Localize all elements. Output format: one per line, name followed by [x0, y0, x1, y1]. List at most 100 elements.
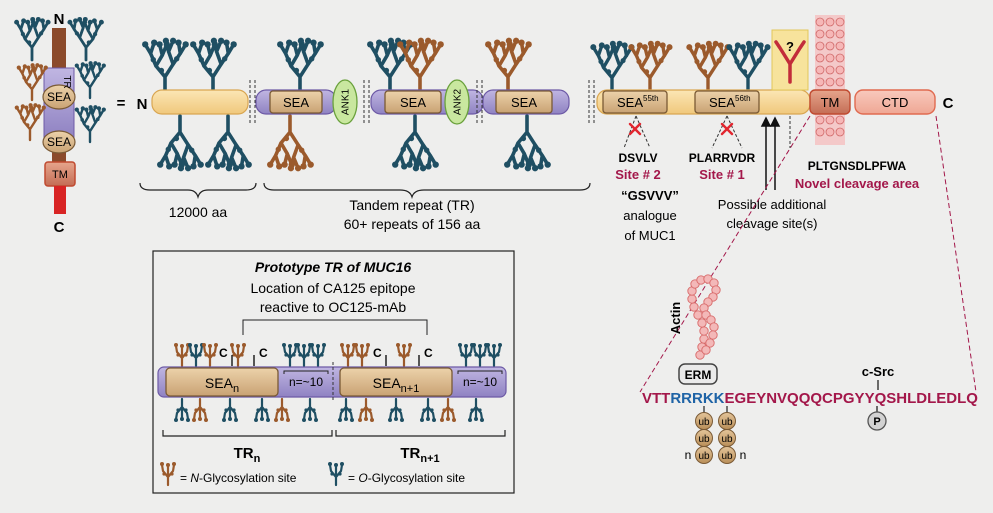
o-glycan-icon [203, 114, 254, 174]
svg-text:C: C [219, 346, 228, 360]
equals-sign: = [117, 95, 126, 112]
brace-12000aa [139, 182, 257, 200]
phosphate-label: P [873, 416, 880, 428]
additional-site-label-2: cleavage site(s) [726, 216, 817, 231]
ctd-sequence: VTTRRRKKEGEYNVQQQCPGYYQSHLDLEDLQ [642, 390, 978, 407]
antibody-icon [774, 40, 806, 84]
analogue-label: analogue [623, 208, 677, 223]
o-glycan-icon [390, 114, 441, 174]
plarrvdr-sequence: PLARRVDR [689, 151, 756, 165]
tm-label: TM [821, 95, 840, 110]
n-glycan-icon [265, 114, 316, 174]
tr-n1-brace [335, 430, 506, 437]
sea-domain-56th [694, 90, 760, 114]
pltgnsdlpfwa-sequence: PLTGNSDLPFWA [808, 159, 907, 173]
o-glycan-icon [188, 35, 239, 95]
sea-n-domain [165, 367, 279, 397]
o-glycan-icon [724, 39, 773, 95]
tr-n1-label: TRn+1 [400, 445, 439, 465]
o-glycosylation-legend: = O-Glycosylation site [348, 471, 465, 485]
ub-n-left: n [685, 448, 692, 462]
ubiquitin-chain [695, 412, 736, 464]
antibody-question: ? [786, 39, 794, 54]
prototype-title: Prototype TR of MUC16 [255, 259, 412, 275]
gsvvv-label: “GSVVV” [621, 188, 679, 203]
svg-text:ub: ub [721, 434, 733, 445]
svg-text:C: C [424, 346, 433, 360]
left-c-label: C [54, 219, 65, 236]
site-1-label: Site # 1 [699, 167, 745, 182]
left-stalk-top [52, 28, 66, 70]
n-glycan-icon [684, 39, 733, 95]
zoom-line-right [935, 115, 977, 393]
epitope-bracket [242, 319, 428, 335]
tr-n-label: TRn [234, 445, 261, 465]
left-sea-top [42, 84, 76, 110]
brace-tandem-repeat [263, 182, 591, 200]
left-protein: SEA SEA TR TM N C = [12, 11, 126, 236]
tr-n-brace [162, 430, 333, 437]
o-glycan-icon [155, 114, 206, 174]
n-glycan-icon [483, 35, 534, 95]
sea-label: SEA [511, 95, 537, 110]
n-terminal-domain [151, 89, 249, 115]
svg-text:ub: ub [698, 417, 710, 428]
cleavage-sites: DSVLV Site # 2 PLARRVDR Site # 1 “GSVVV”… [615, 115, 977, 393]
epitope-line-2: reactive to OC125-mAb [260, 299, 406, 315]
left-o-glycan-icon [73, 103, 108, 144]
cleavage-x-icon [628, 122, 734, 136]
ub-n-right: n [740, 448, 747, 462]
prototype-tr-box: Prototype TR of MUC16 Location of CA125 … [152, 250, 515, 494]
additional-site-label: Possible additional [718, 197, 827, 212]
ctd-detail: Actin ERM c-Src VTTRRRKKEGEYNVQQQCPGYYQS… [642, 274, 978, 464]
csrc-label: c-Src [862, 364, 895, 379]
svg-text:ub: ub [698, 451, 710, 462]
left-n-glycan-icon [13, 101, 48, 142]
ctd-domain [854, 89, 936, 115]
left-o-glycan-icon [12, 15, 52, 62]
left-tr-label: TR [61, 75, 72, 88]
n-glycosylation-legend: = N-Glycosylation site [180, 471, 297, 485]
novel-cleavage-label: Novel cleavage area [795, 176, 920, 191]
muc1-label: of MUC1 [624, 228, 675, 243]
ank2-domain [444, 79, 470, 125]
ank2-label: ANK2 [453, 89, 464, 116]
epitope-line-1: Location of CA125 epitope [250, 280, 415, 296]
sea-label: SEA [400, 95, 426, 110]
actin-label: Actin [668, 302, 683, 335]
o-glycan-icon [588, 39, 637, 95]
zoom-line-left [639, 115, 811, 393]
sea-domain [384, 90, 442, 114]
main-protein: N S [137, 15, 954, 232]
left-n-label: N [54, 11, 65, 28]
amino-acid-count: 12000 aa [169, 204, 228, 220]
sea55-label: SEA55th [617, 94, 659, 110]
sea-domain-55th [602, 90, 668, 114]
tandem-repeat-count: 60+ repeats of 156 aa [344, 216, 481, 232]
n-glycan-icon [626, 39, 675, 95]
left-sea-bottom [42, 130, 76, 154]
erm-label: ERM [685, 368, 712, 382]
sea-domain [495, 90, 553, 114]
o-glycan-icon [275, 35, 326, 95]
ank1-label: ANK1 [341, 89, 352, 116]
main-c-label: C [943, 95, 954, 112]
membrane-bilayer [815, 15, 845, 145]
ank1-domain [332, 79, 358, 125]
left-sea-top-label: SEA [47, 90, 71, 104]
o-glycan-icon [140, 35, 191, 95]
tandem-repeat-label: Tandem repeat (TR) [349, 197, 474, 213]
site-2-label: Site # 2 [615, 167, 661, 182]
main-n-label: N [137, 96, 148, 113]
left-o-glycan-icon [66, 15, 106, 62]
o-glycan-icon [502, 114, 553, 174]
n-eq-10-label-2: n=~10 [463, 375, 497, 389]
ctd-label: CTD [882, 95, 909, 110]
svg-text:C: C [373, 346, 382, 360]
cleavage-arrows [760, 116, 781, 190]
svg-text:ub: ub [721, 417, 733, 428]
left-o-glycan-icon [73, 59, 108, 100]
left-tm-label: TM [52, 169, 68, 181]
cysteine-marks: C C C C [219, 346, 433, 366]
